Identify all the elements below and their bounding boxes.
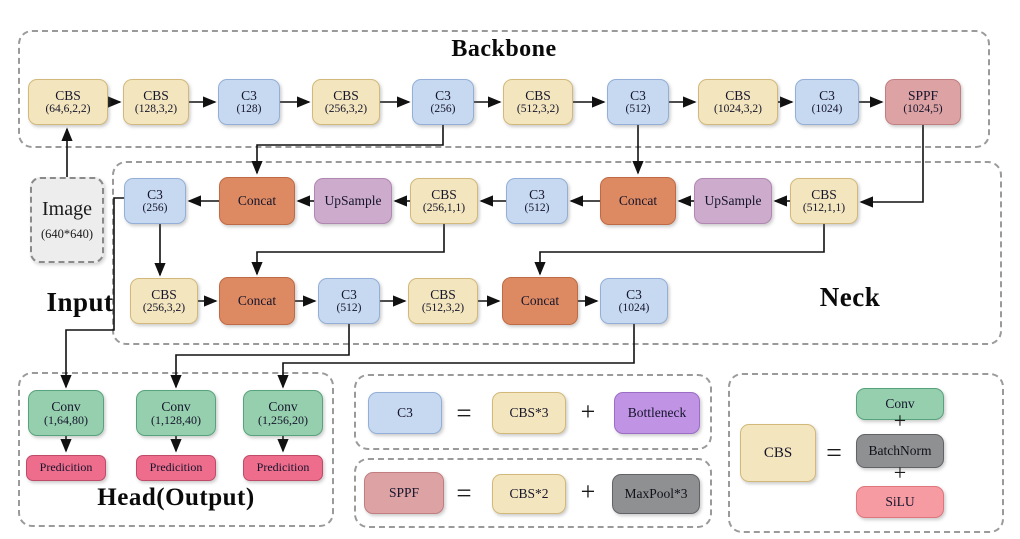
legend-silu-box: SiLU — [856, 486, 944, 518]
neck-container — [112, 161, 1002, 345]
legend-c3-container — [354, 374, 712, 450]
head-prediction-2: Predicition — [136, 455, 216, 481]
legend-cbs3-box: CBS*3 — [492, 392, 566, 434]
neck2-node-c3-1024: C3(1024) — [600, 278, 668, 324]
legend-c3-equals: = — [456, 398, 472, 428]
backbone-node-cbs-512: CBS(512,3,2) — [503, 79, 573, 125]
neck1-node-c3-256: C3(256) — [124, 178, 186, 224]
head-prediction-1: Predicition — [26, 455, 106, 481]
legend-cbs-container — [728, 373, 1004, 533]
backbone-node-c3-128: C3(128) — [218, 79, 280, 125]
neck2-node-cbs-256: CBS(256,3,2) — [130, 278, 198, 324]
neck1-node-upsample-1: UpSample — [314, 178, 392, 224]
backbone-node-cbs-256: CBS(256,3,2) — [312, 79, 380, 125]
legend-sppf-equals: = — [456, 478, 472, 508]
neck2-node-c3-512: C3(512) — [318, 278, 380, 324]
neck1-node-cbs-256: CBS(256,1,1) — [410, 178, 478, 224]
input-image-node: Image (640*640) — [30, 177, 104, 263]
legend-bottleneck-box: Bottleneck — [614, 392, 700, 434]
legend-sppf-box: SPPF — [364, 472, 444, 514]
legend-cbs-box: CBS — [740, 424, 816, 482]
legend-c3-plus: + — [580, 397, 596, 426]
neck2-node-cbs-512: CBS(512,3,2) — [408, 278, 478, 324]
neck1-node-c3-512: C3(512) — [506, 178, 568, 224]
backbone-node-c3-1024: C3(1024) — [795, 79, 859, 125]
legend-cbs-plus-2: + — [893, 460, 907, 485]
backbone-node-sppf: SPPF(1024,5) — [885, 79, 961, 125]
neck1-node-cbs-512: CBS(512,1,1) — [790, 178, 858, 224]
backbone-node-cbs-128: CBS(128,3,2) — [123, 79, 189, 125]
legend-sppf-plus: + — [580, 477, 596, 506]
legend-cbs-equals: = — [826, 438, 842, 469]
legend-sppf-container — [354, 458, 712, 528]
head-prediction-3: Predicition — [243, 455, 323, 481]
neck2-node-concat-1: Concat — [219, 277, 295, 325]
legend-batchnorm-box: BatchNorm — [856, 434, 944, 468]
backbone-title: Backbone — [451, 36, 557, 62]
legend-maxpool-box: MaxPool*3 — [612, 474, 700, 514]
neck2-node-concat-2: Concat — [502, 277, 578, 325]
input-image-size: (640*640) — [40, 227, 94, 241]
legend-cbs-plus-1: + — [893, 408, 907, 433]
input-image-label: Image — [42, 198, 92, 220]
backbone-node-c3-256: C3(256) — [412, 79, 474, 125]
head-conv-1: Conv(1,64,80) — [28, 390, 104, 436]
neck1-node-concat-2: Concat — [600, 177, 676, 225]
neck1-node-concat-1: Concat — [219, 177, 295, 225]
backbone-node-cbs-64: CBS(64,6,2,2) — [28, 79, 108, 125]
head-conv-2: Conv(1,128,40) — [136, 390, 216, 436]
head-title: Head(Output) — [97, 484, 255, 511]
legend-c3-box: C3 — [368, 392, 442, 434]
input-title: Input — [46, 287, 114, 317]
head-conv-3: Conv(1,256,20) — [243, 390, 323, 436]
backbone-node-cbs-1024: CBS(1024,3,2) — [698, 79, 778, 125]
neck1-node-upsample-2: UpSample — [694, 178, 772, 224]
backbone-container — [18, 30, 990, 148]
backbone-node-c3-512: C3(512) — [607, 79, 669, 125]
neck-title: Neck — [819, 282, 881, 312]
legend-cbs2-box: CBS*2 — [492, 474, 566, 514]
legend-conv-box: Conv — [856, 388, 944, 420]
